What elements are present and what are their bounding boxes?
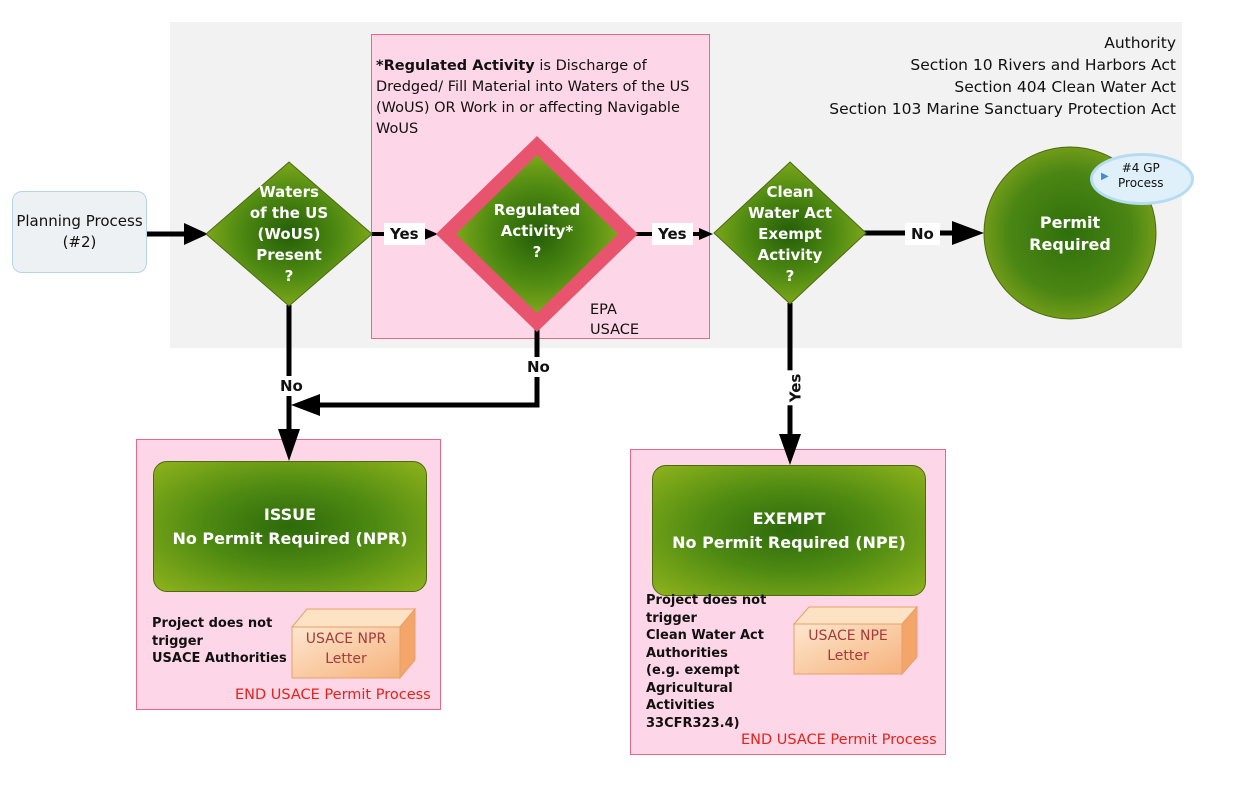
connector-regulated-npr: [318, 326, 540, 408]
npr-desc-line: Project does not: [152, 616, 273, 631]
npe-end-label: END USACE Permit Process: [741, 732, 937, 748]
arrowhead-regulated-cwa: [699, 228, 713, 240]
npe-desc-line: Clean Water Act: [646, 628, 764, 643]
authority-line: Section 404 Clean Water Act: [954, 78, 1176, 96]
npr-end-label: END USACE Permit Process: [235, 687, 431, 703]
decision-wous-shape: [205, 161, 373, 307]
letter-line: Letter: [325, 651, 367, 667]
npr-letter-top: [290, 608, 417, 628]
authority-block: Authority Section 10 Rivers and Harbors …: [829, 32, 1176, 120]
gp-process-badge[interactable]: [1090, 153, 1194, 205]
note-bold: *Regulated Activity: [376, 58, 535, 74]
npe-desc-line: Project does not trigger: [646, 593, 767, 626]
planning-process-box[interactable]: Planning Process (#2): [12, 191, 147, 273]
npe-desc-line: Activities: [646, 698, 715, 713]
gp-line: Process: [1118, 176, 1164, 190]
letter-line: USACE NPE: [808, 628, 888, 644]
no-label-regulated: No: [524, 357, 553, 377]
npe-outcome-box: EXEMPT No Permit Required (NPE): [652, 465, 926, 596]
planning-ref: (#2): [62, 233, 97, 251]
arrowhead-wous-npr: [278, 429, 300, 461]
letter-line: USACE NPR: [305, 631, 387, 647]
npr-letter-label: USACE NPR Letter: [292, 629, 400, 669]
npe-title: EXEMPT: [752, 508, 826, 528]
no-label-cwa: No: [905, 223, 940, 245]
no-label-wous: No: [277, 376, 306, 396]
yes-label-regulated: Yes: [652, 223, 693, 245]
arrowhead-cwa-npe: [779, 434, 801, 465]
npr-desc-line: USACE Authorities: [152, 651, 287, 666]
npe-letter-front: [793, 623, 903, 675]
authority-line: Section 10 Rivers and Harbors Act: [910, 56, 1176, 74]
decision-cwa-shape: [713, 161, 867, 305]
authority-heading: Authority: [1104, 34, 1176, 52]
arrowhead-regulated-npr: [291, 394, 320, 416]
gp-line: #4 GP: [1121, 161, 1160, 175]
npe-desc-line: Authorities: [646, 645, 728, 661]
npr-description: Project does not trigger USACE Authoriti…: [152, 615, 292, 668]
npr-outcome-box: ISSUE No Permit Required (NPR): [153, 461, 427, 592]
gp-process-label: #4 GP Process: [1118, 161, 1164, 191]
yes-label-cwa: Yes: [785, 370, 806, 406]
npe-desc-line: Agricultural: [646, 680, 733, 696]
arrowhead-planning-wous: [184, 223, 208, 245]
play-icon: ▶: [1101, 171, 1109, 182]
note-text: is Discharge of Dredged/ Fill Material i…: [376, 58, 690, 137]
npe-description: Project does not trigger Clean Water Act…: [646, 592, 816, 732]
npr-letter-front: [291, 626, 401, 679]
regulated-activity-note: *Regulated Activity is Discharge of Dred…: [376, 56, 712, 140]
decision-regulated-shape: [456, 155, 618, 313]
npe-desc-line: (e.g. exempt: [646, 663, 740, 678]
agency-list: EPA USACE: [590, 300, 639, 340]
npe-desc-line: 33CFR323.4): [646, 715, 740, 731]
arrowhead-cwa-permit: [952, 221, 984, 245]
npr-title: ISSUE: [263, 504, 317, 524]
agency-usace: USACE: [590, 322, 640, 338]
npe-subtitle: No Permit Required (NPE): [672, 532, 906, 552]
npr-subtitle: No Permit Required (NPR): [172, 528, 408, 548]
yes-label-wous: Yes: [384, 223, 425, 245]
agency-epa: EPA: [590, 302, 617, 318]
npr-desc-line: trigger: [152, 633, 203, 649]
letter-line: Letter: [827, 648, 869, 664]
npe-letter-label: USACE NPE Letter: [794, 626, 902, 666]
arrowhead-wous-regulated: [424, 228, 438, 240]
authority-line: Section 103 Marine Sanctuary Protection …: [829, 100, 1176, 118]
planning-label: Planning Process: [16, 212, 143, 230]
